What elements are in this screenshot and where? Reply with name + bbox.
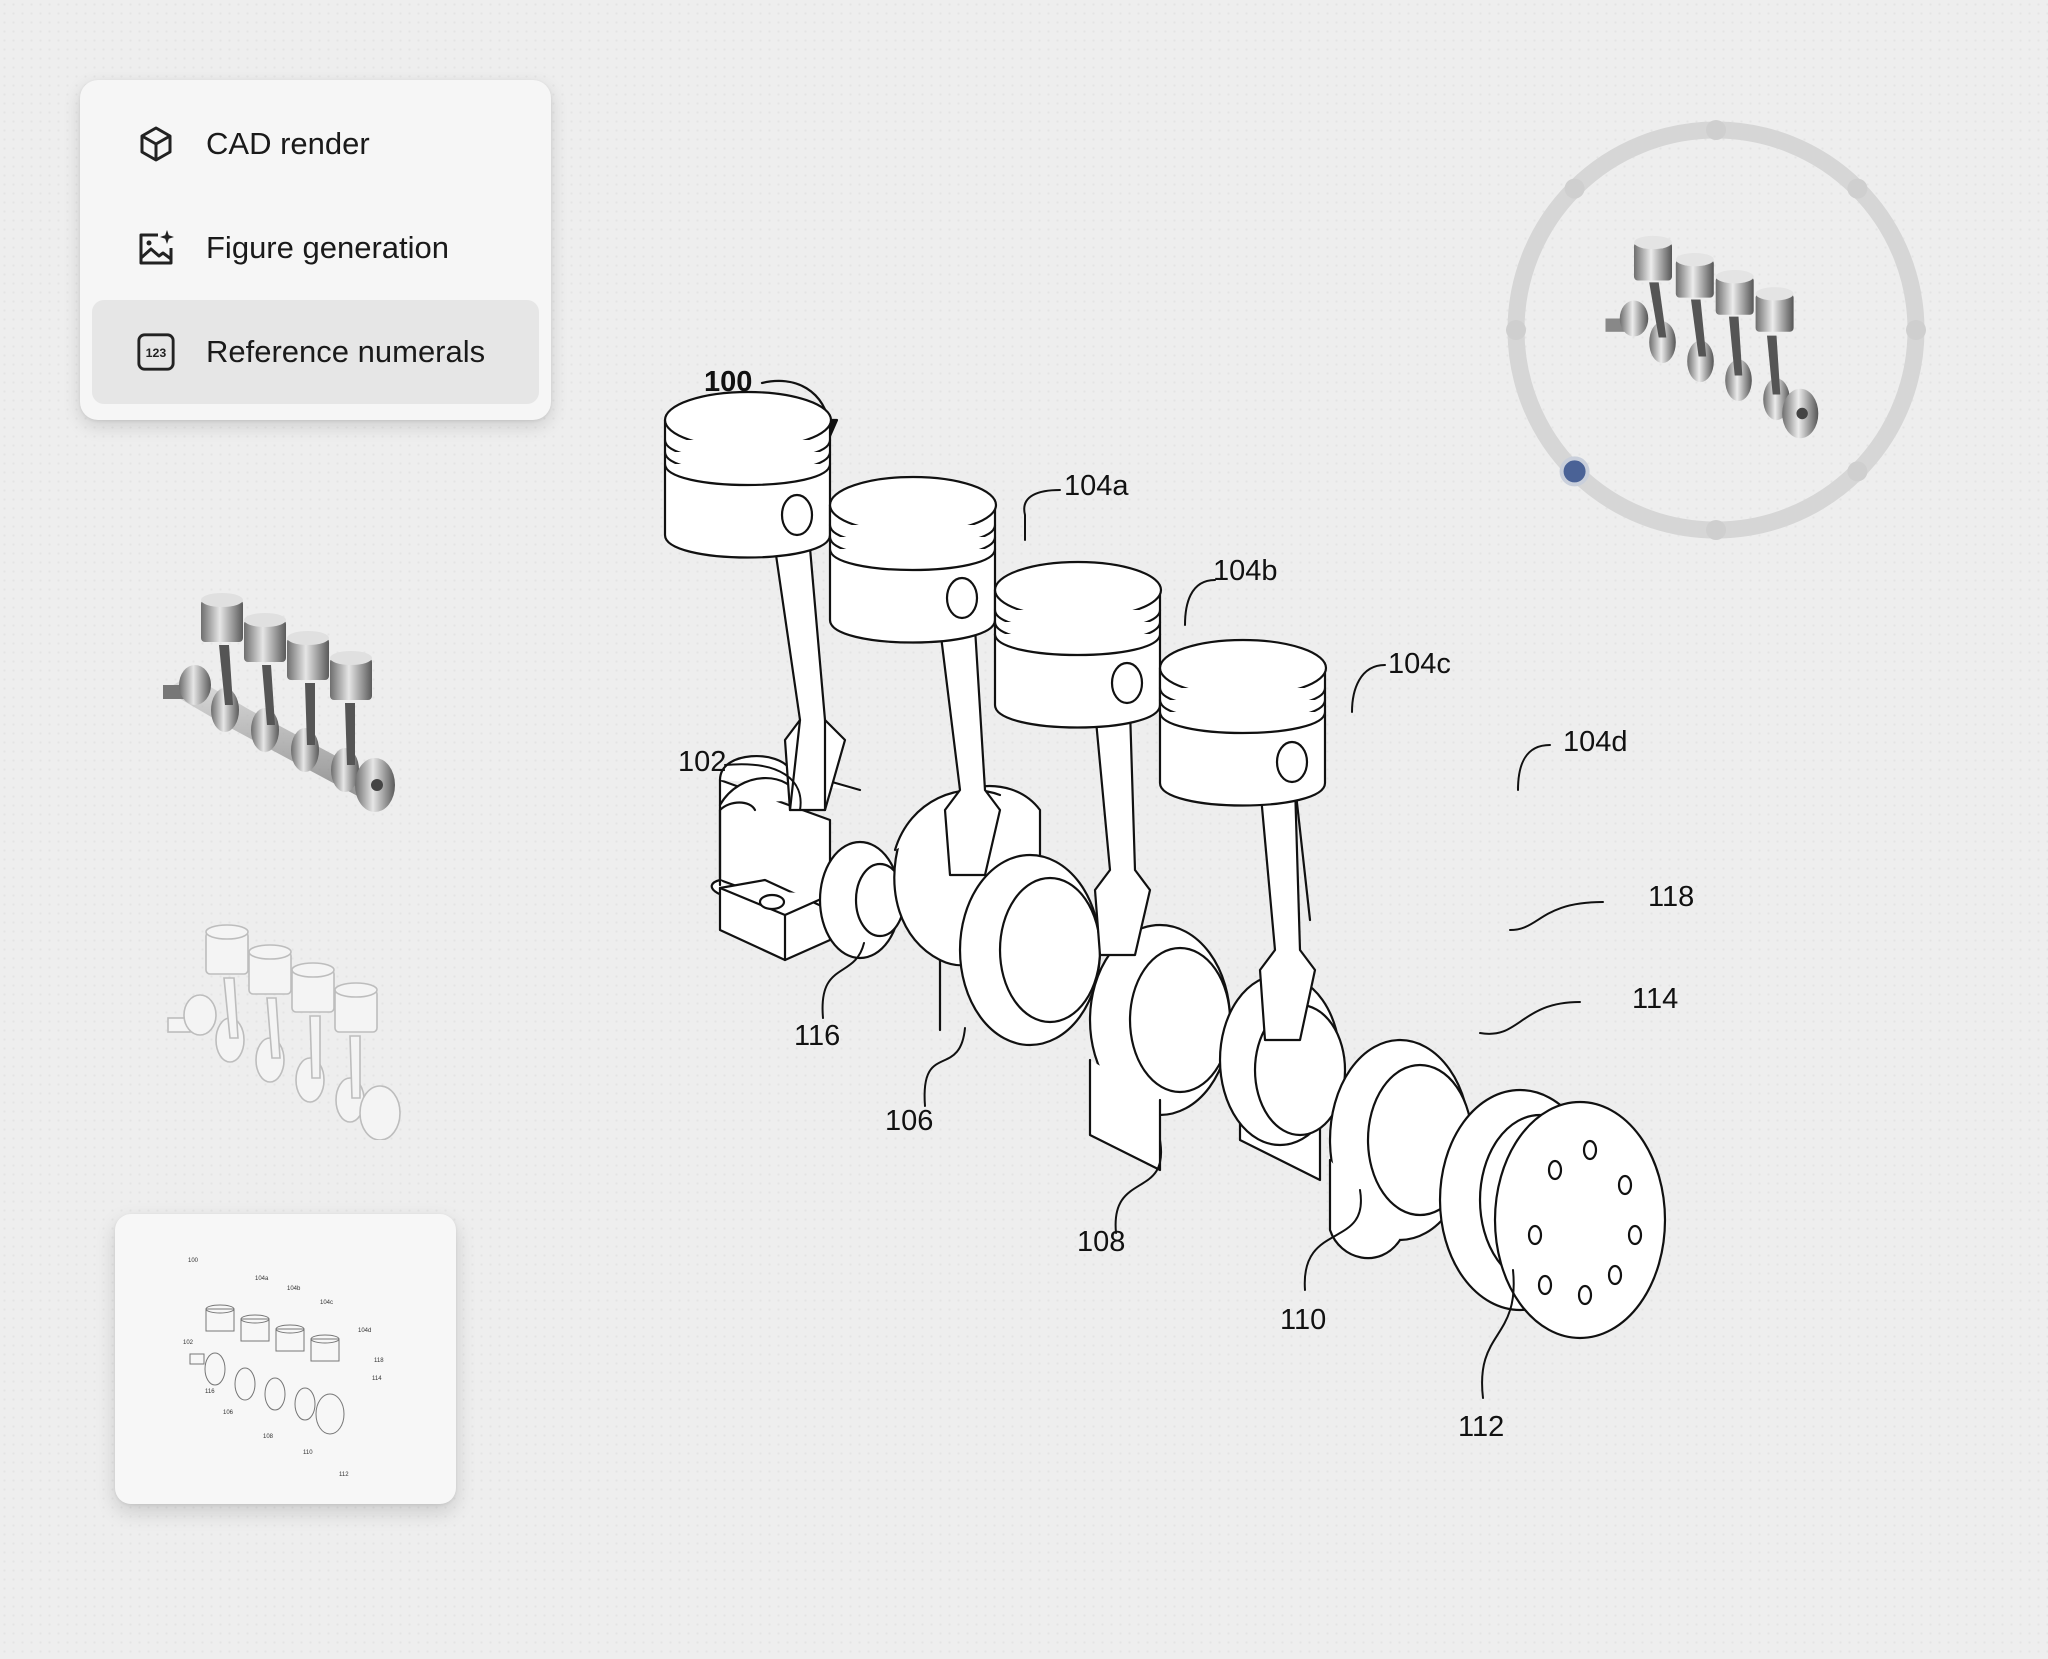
- mini-label: 118: [374, 1358, 384, 1364]
- label-118: 118: [1648, 881, 1695, 913]
- label-104c: 104c: [1388, 648, 1451, 680]
- piston-104a: [663, 390, 833, 559]
- piston-104c: [993, 560, 1163, 729]
- engine-outline-render: [167, 924, 401, 1141]
- view-orbit-selector[interactable]: [1504, 118, 1929, 543]
- mini-label: 116: [205, 1389, 215, 1395]
- orbit-node[interactable]: [1847, 461, 1868, 482]
- mini-label: 104d: [358, 1328, 371, 1334]
- menu-item-reference-numerals[interactable]: 123 Reference numerals: [92, 300, 539, 404]
- mode-menu: CAD render Figure generation 123 Referen…: [80, 80, 551, 420]
- orbit-node[interactable]: [1706, 120, 1726, 140]
- mini-label: 104b: [287, 1286, 301, 1292]
- label-114: 114: [1632, 983, 1679, 1015]
- label-104b: 104b: [1213, 555, 1278, 587]
- menu-item-label: CAD render: [206, 126, 370, 161]
- orbit-node[interactable]: [1564, 178, 1585, 199]
- menu-item-label: Reference numerals: [206, 334, 486, 369]
- thumbnail-cad-render[interactable]: [155, 585, 405, 815]
- label-108: 108: [1077, 1226, 1126, 1258]
- image-sparkle-icon: [136, 228, 176, 268]
- thumbnail-figure-generation[interactable]: [160, 920, 410, 1141]
- connecting-rods: [773, 546, 1317, 1042]
- numbers-123-icon: 123: [136, 332, 176, 372]
- mini-patent-figure: [189, 1304, 345, 1435]
- mini-label: 108: [263, 1434, 274, 1440]
- piston-104b: [828, 475, 998, 644]
- mini-label: 112: [339, 1472, 349, 1478]
- menu-item-label: Figure generation: [206, 230, 449, 265]
- label-110: 110: [1280, 1304, 1327, 1336]
- orbit-node[interactable]: [1847, 178, 1868, 199]
- thumbnail-reference-numerals[interactable]: 100 104a 104b 104c 104d 102 118 114 116 …: [115, 1214, 456, 1504]
- orbit-node[interactable]: [1706, 520, 1726, 540]
- menu-item-figure-generation[interactable]: Figure generation: [92, 196, 539, 300]
- label-106: 106: [885, 1105, 934, 1137]
- label-104d: 104d: [1563, 726, 1628, 758]
- orbit-node[interactable]: [1506, 320, 1526, 340]
- mini-label: 102: [183, 1340, 194, 1346]
- orbit-node-selected[interactable]: [1559, 456, 1590, 487]
- figure-numeral-100: 100: [704, 366, 753, 398]
- label-104a: 104a: [1064, 470, 1129, 502]
- numeral-icon-text: 123: [146, 346, 167, 360]
- housing-102: [710, 754, 862, 962]
- cube-icon: [136, 124, 176, 164]
- mini-label: 106: [223, 1410, 234, 1416]
- mini-label: 100: [188, 1258, 199, 1264]
- mini-label: 104c: [320, 1300, 333, 1306]
- label-116: 116: [794, 1020, 841, 1052]
- mini-label: 110: [303, 1450, 313, 1456]
- label-112: 112: [1458, 1411, 1505, 1443]
- leader-lines: [724, 489, 1641, 1399]
- piston-104d: [1158, 638, 1328, 807]
- mini-label: 114: [372, 1376, 382, 1382]
- label-102: 102: [678, 746, 727, 778]
- patent-figure: 100 104a 104b 104c 104d 102 116 106 108 …: [640, 340, 1720, 1500]
- engine-render-preview: [1605, 235, 1819, 439]
- orbit-node[interactable]: [1906, 320, 1926, 340]
- engine-render: [163, 593, 395, 812]
- mini-label: 104a: [255, 1276, 269, 1282]
- menu-item-cad-render[interactable]: CAD render: [92, 92, 539, 196]
